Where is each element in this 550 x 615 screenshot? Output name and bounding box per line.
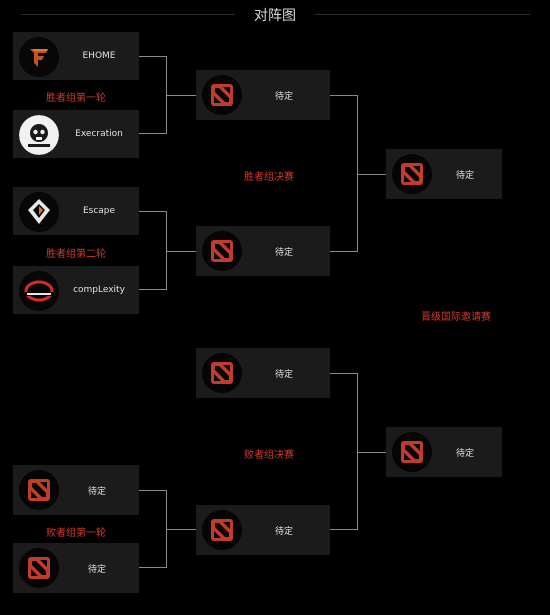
dota-logo-icon [392, 432, 432, 472]
bracket-connector [358, 174, 386, 175]
dota-logo-icon [202, 75, 242, 115]
header-divider-right [315, 14, 530, 15]
team-name: Execration [75, 129, 123, 139]
match-status: 待定 [455, 448, 474, 459]
qualified-label: 晋级国际邀请赛 [421, 312, 491, 323]
escape-logo-icon [19, 192, 59, 232]
team-name: compLexity [73, 285, 125, 295]
team-name: Escape [82, 206, 116, 216]
bracket-connector [139, 211, 167, 290]
bracket-connector [330, 95, 358, 252]
match-card-losers-semi-1[interactable]: 待定 [196, 348, 330, 398]
page-title: 对阵图 [254, 8, 296, 24]
bracket-connector [139, 490, 167, 568]
match-card-losers-round1-1[interactable]: 待定 [13, 465, 139, 515]
bracket-connector [167, 529, 196, 530]
dota-logo-icon [392, 154, 432, 194]
bracket-connector [139, 56, 167, 134]
group-label-losers-round1: 败者组第一轮 [46, 528, 106, 539]
match-card-losers-round1-2[interactable]: 待定 [13, 543, 139, 593]
dota-logo-icon [202, 510, 242, 550]
match-card-losers-semi-2[interactable]: 待定 [196, 505, 330, 555]
match-status: 待定 [274, 91, 293, 102]
match-card-winners-semi-2[interactable]: 待定 [196, 226, 330, 276]
bracket-connector [330, 373, 358, 530]
match-card-ehome[interactable]: EHOME [13, 32, 139, 80]
match-card-complexity[interactable]: compLexity [13, 266, 139, 314]
bracket-connector [167, 251, 196, 252]
match-status: 待定 [274, 247, 293, 258]
dota-logo-icon [19, 548, 59, 588]
complexity-logo-icon [19, 271, 59, 311]
match-status: 待定 [87, 564, 106, 575]
ehome-logo-icon [19, 37, 59, 77]
header-divider-left [20, 14, 235, 15]
bracket-connector [167, 95, 196, 96]
execration-logo-icon [19, 115, 59, 155]
match-status: 待定 [455, 170, 474, 181]
group-label-winners-round1: 胜者组第一轮 [46, 93, 106, 104]
dota-logo-icon [19, 470, 59, 510]
match-card-winners-final[interactable]: 待定 [386, 149, 502, 199]
match-card-execration[interactable]: Execration [13, 110, 139, 158]
match-card-winners-semi-1[interactable]: 待定 [196, 70, 330, 120]
dota-logo-icon [202, 353, 242, 393]
bracket-header: 对阵图 [0, 0, 550, 30]
group-label-losers-final: 败者组决赛 [244, 450, 294, 461]
match-card-losers-final[interactable]: 待定 [386, 427, 502, 477]
team-name: EHOME [82, 51, 116, 61]
group-label-winners-final: 胜者组决赛 [244, 172, 294, 183]
dota-logo-icon [202, 231, 242, 271]
match-status: 待定 [274, 369, 293, 380]
match-card-escape[interactable]: Escape [13, 187, 139, 235]
match-status: 待定 [87, 486, 106, 497]
group-label-winners-round2: 胜者组第二轮 [46, 249, 106, 260]
bracket-connector [358, 452, 386, 453]
match-status: 待定 [274, 526, 293, 537]
